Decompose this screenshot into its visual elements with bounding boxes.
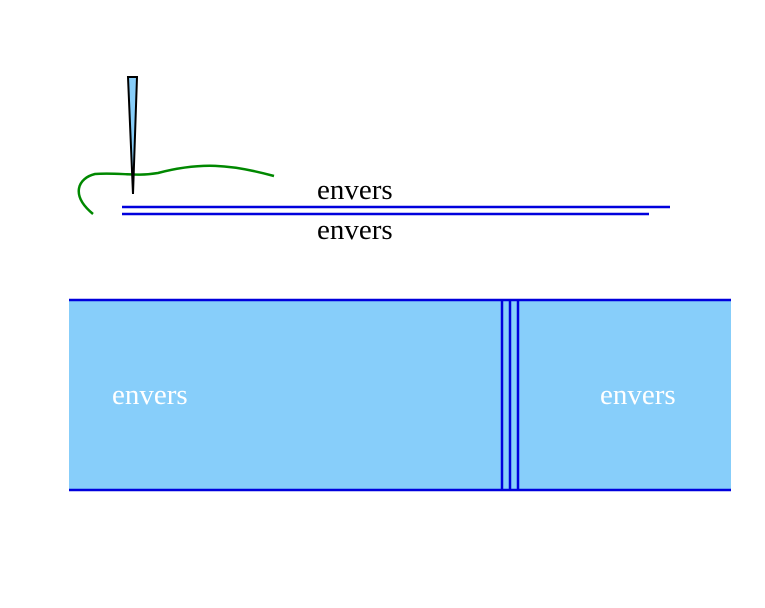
panel-right-label: envers: [600, 379, 676, 411]
fabric-panel: [69, 300, 731, 490]
panel-left-label: envers: [112, 379, 188, 411]
top-upper-label: envers: [317, 174, 393, 206]
sewing-needle-icon: [126, 76, 139, 195]
top-lower-label: envers: [317, 214, 393, 246]
